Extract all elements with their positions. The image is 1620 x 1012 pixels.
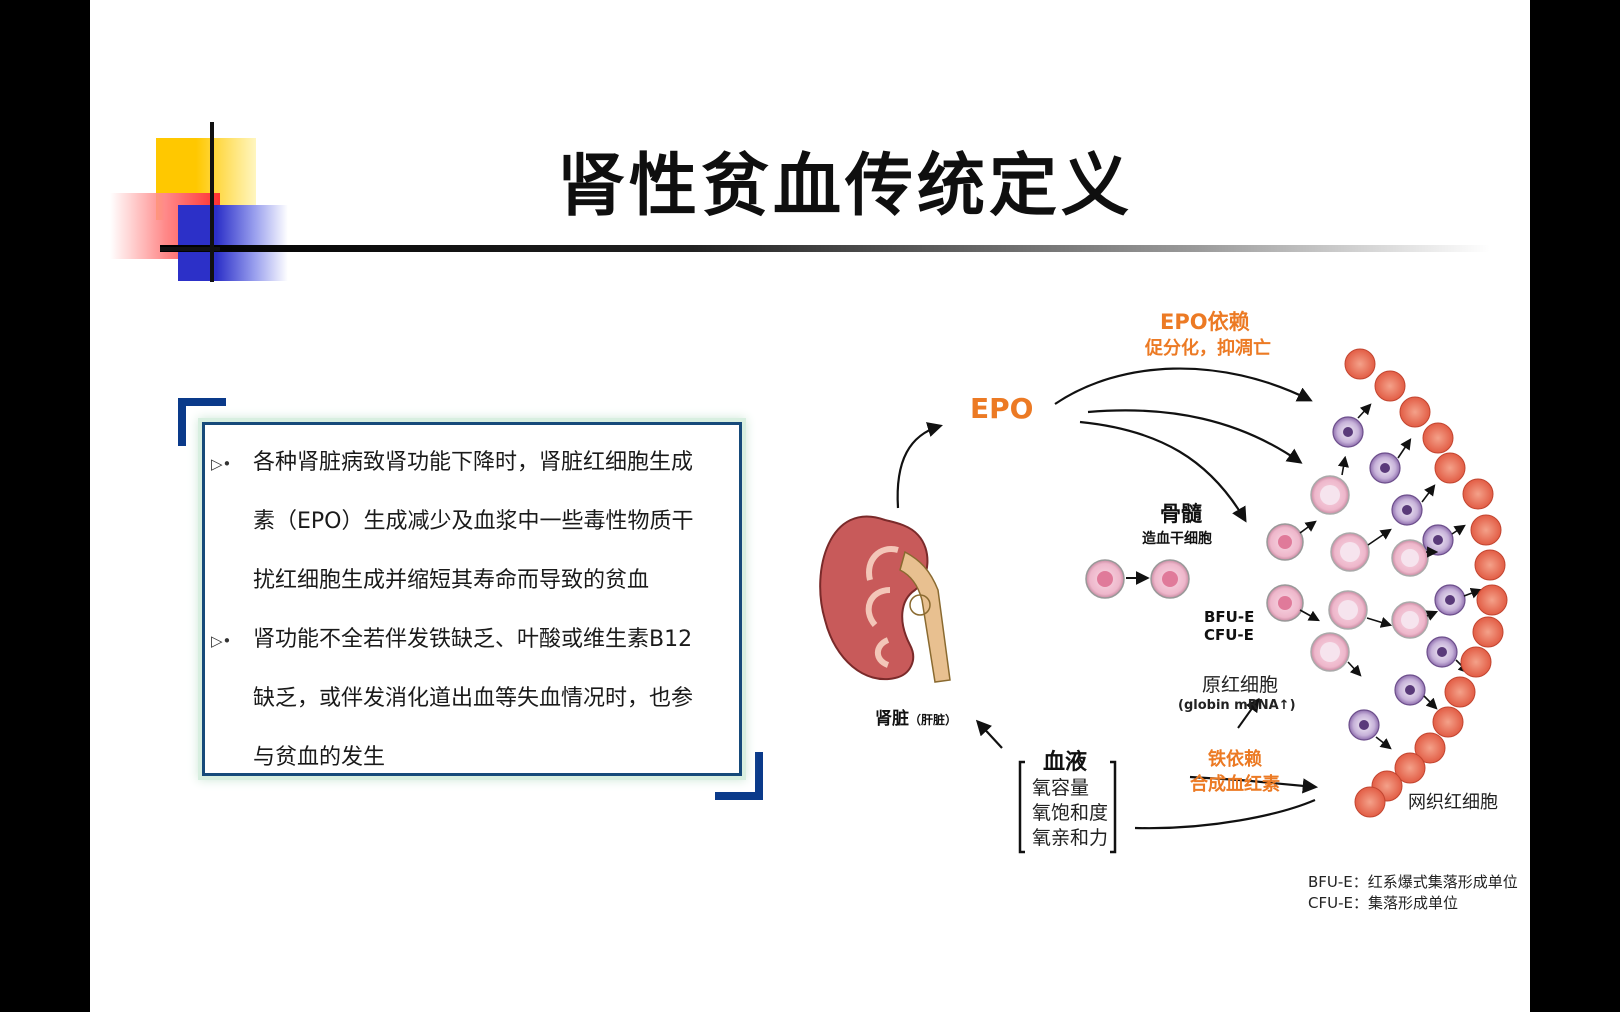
decor-blue-square (178, 205, 288, 281)
iron-dependent-label: 铁依赖 (1208, 749, 1262, 770)
bracket-top-left (178, 398, 226, 446)
bullet-line: 各种肾脏病致肾功能下降时，肾脏红细胞生成 (253, 450, 694, 475)
stem-cell-label: 造血干细胞 (1142, 531, 1212, 547)
cfu-label: CFU-E (1204, 626, 1254, 644)
title-rule (160, 245, 1490, 252)
liver-text: （肝脏） (909, 713, 958, 727)
diagram-svg (819, 348, 1508, 854)
bullet-arrow-icon: ▷• (211, 632, 232, 650)
bullet-line: 素（EPO）生成减少及血浆中一些毒性物质干 (253, 509, 694, 534)
proerythroblast-label: 原红细胞 (1202, 674, 1279, 696)
blood-items: 氧容量 氧饱和度 氧亲和力 (1032, 776, 1108, 851)
definition-box: ▷• 各种肾脏病致肾功能下降时，肾脏红细胞生成 素（EPO）生成减少及血浆中一些… (202, 422, 742, 776)
blood-title: 血液 (1043, 750, 1088, 775)
slide: 肾性贫血传统定义 ▷• 各种肾脏病致肾功能下降时，肾脏红细胞生成 素（EPO）生… (90, 0, 1530, 1012)
stem-cell (1150, 559, 1190, 599)
progenitor-cell (1266, 523, 1304, 561)
bullet-text: 肾功能不全若伴发铁缺乏、叶酸或维生素B12 缺乏，或伴发消化道出血等失血情况时，… (253, 610, 725, 787)
bullet-arrow-icon: ▷• (211, 455, 232, 473)
blood-item: 氧饱和度 (1032, 802, 1109, 824)
bullet-line: 与贫血的发生 (253, 745, 386, 770)
stem-cell (1085, 559, 1125, 599)
legend-bfu: BFU-E：红系爆式集落形成单位 (1308, 873, 1518, 891)
heme-synthesis-label: 合成血红素 (1190, 774, 1280, 795)
erythropoiesis-diagram: EPO EPO依赖 促分化，抑凋亡 骨髓 造血干细胞 BFU-E CFU-E 肾… (770, 290, 1530, 930)
bone-marrow-label: 骨髓 (1160, 502, 1202, 526)
blood-item: 氧亲和力 (1032, 827, 1109, 849)
blood-item: 氧容量 (1032, 777, 1090, 799)
globin-label: (globin mRNA↑) (1178, 698, 1296, 713)
kidney-label: 肾脏（肝脏） (875, 704, 957, 729)
bullet-line: 缺乏，或伴发消化道出血等失血情况时，也参 (253, 686, 694, 711)
legend: BFU-E：红系爆式集落形成单位 CFU-E：集落形成单位 (1308, 872, 1518, 914)
progenitor-cell (1266, 584, 1304, 622)
kidney-text: 肾脏 (875, 709, 909, 729)
legend-cfu: CFU-E：集落形成单位 (1308, 894, 1458, 912)
epo-dependent-title: EPO依赖 (1160, 310, 1250, 334)
slide-title: 肾性贫血传统定义 (556, 147, 1133, 226)
reticulocyte-label: 网织红细胞 (1408, 792, 1498, 813)
bullet-line: 扰红细胞生成并缩短其寿命而导致的贫血 (253, 568, 650, 593)
epo-label: EPO (970, 392, 1034, 425)
decor-vertical-line (210, 122, 214, 282)
epo-dependent-sub: 促分化，抑凋亡 (1145, 338, 1271, 359)
bfu-label: BFU-E (1204, 608, 1255, 626)
bracket-bottom-right (715, 752, 763, 800)
bullet-line: 肾功能不全若伴发铁缺乏、叶酸或维生素B12 (253, 627, 693, 652)
kidney-icon (819, 515, 951, 683)
decor-horizontal-line (160, 247, 220, 251)
bullet-text: 各种肾脏病致肾功能下降时，肾脏红细胞生成 素（EPO）生成减少及血浆中一些毒性物… (253, 433, 725, 610)
